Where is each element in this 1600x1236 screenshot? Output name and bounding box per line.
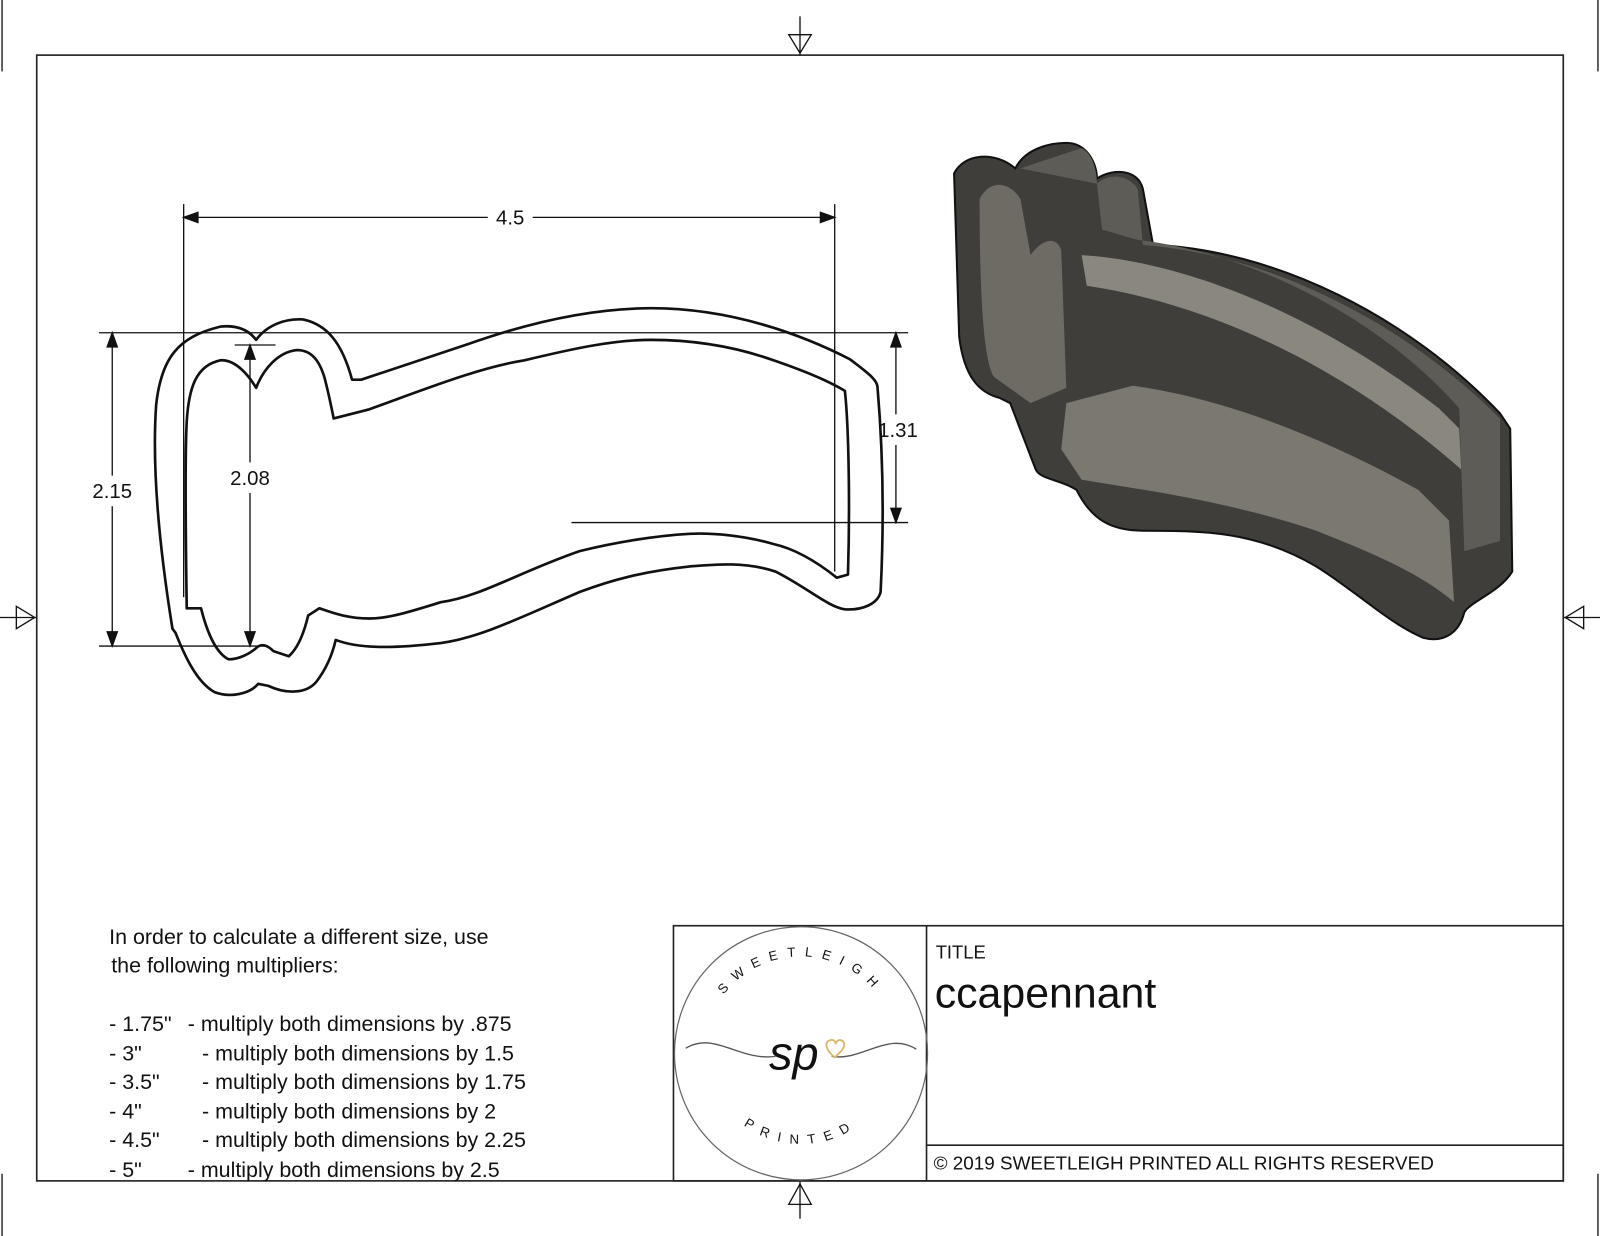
multiplier-size: - 5" bbox=[109, 1158, 142, 1182]
dimension-inner-height: 2.08 bbox=[230, 468, 270, 490]
svg-text:PRINTED: PRINTED bbox=[742, 1115, 860, 1147]
multiplier-text: - multiply both dimensions by 1.5 bbox=[202, 1041, 514, 1065]
multiplier-text: - multiply both dimensions by 1.75 bbox=[202, 1070, 526, 1094]
registration-arrow-left-icon bbox=[0, 605, 37, 630]
cutter-outer-outline bbox=[153, 306, 884, 697]
multiplier-size: - 3.5" bbox=[109, 1070, 159, 1094]
multiplier-text: - multiply both dimensions by 2.25 bbox=[202, 1128, 526, 1152]
registration-arrow-right-icon bbox=[1563, 605, 1600, 630]
registration-arrow-top-icon bbox=[787, 16, 813, 56]
multiplier-list: - 1.75" - multiply both dimensions by .8… bbox=[109, 1012, 526, 1182]
dimension-width: 4.5 bbox=[496, 208, 524, 230]
svg-text:sp: sp bbox=[769, 1028, 819, 1080]
multiplier-size: - 1.75" bbox=[109, 1012, 171, 1036]
cutter-3d-render bbox=[953, 141, 1514, 641]
title-label: TITLE bbox=[936, 941, 986, 962]
copyright-text: © 2019 SWEETLEIGH PRINTED ALL RIGHTS RES… bbox=[934, 1153, 1434, 1174]
multiplier-size: - 3" bbox=[109, 1041, 142, 1065]
multiplier-size: - 4" bbox=[109, 1100, 142, 1124]
multiplier-text: - multiply both dimensions by 2 bbox=[202, 1100, 496, 1124]
drawing-title: ccapennant bbox=[935, 969, 1157, 1017]
dimension-lines bbox=[98, 204, 909, 649]
cutter-inner-outline bbox=[184, 338, 851, 661]
multiplier-text: - multiply both dimensions by .875 bbox=[188, 1012, 512, 1036]
dimension-right-height: 1.31 bbox=[878, 420, 918, 442]
dimension-outer-height: 2.15 bbox=[92, 481, 132, 503]
multiplier-text: - multiply both dimensions by 2.5 bbox=[188, 1158, 500, 1182]
sweetleigh-logo: SWEETLEIGH PRINTED sp bbox=[673, 926, 929, 1181]
heart-icon bbox=[825, 1038, 846, 1059]
multiplier-size: - 4.5" bbox=[109, 1128, 159, 1152]
notes-intro-line-2: the following multipliers: bbox=[111, 954, 338, 978]
size-notes: In order to calculate a different size, … bbox=[109, 925, 526, 1182]
notes-intro-line-1: In order to calculate a different size, … bbox=[109, 925, 488, 949]
title-block: TITLE ccapennant © 2019 SWEETLEIGH PRINT… bbox=[672, 924, 1565, 1182]
svg-text:SWEETLEIGH: SWEETLEIGH bbox=[715, 944, 888, 997]
registration-arrow-bottom-icon bbox=[787, 1181, 813, 1219]
